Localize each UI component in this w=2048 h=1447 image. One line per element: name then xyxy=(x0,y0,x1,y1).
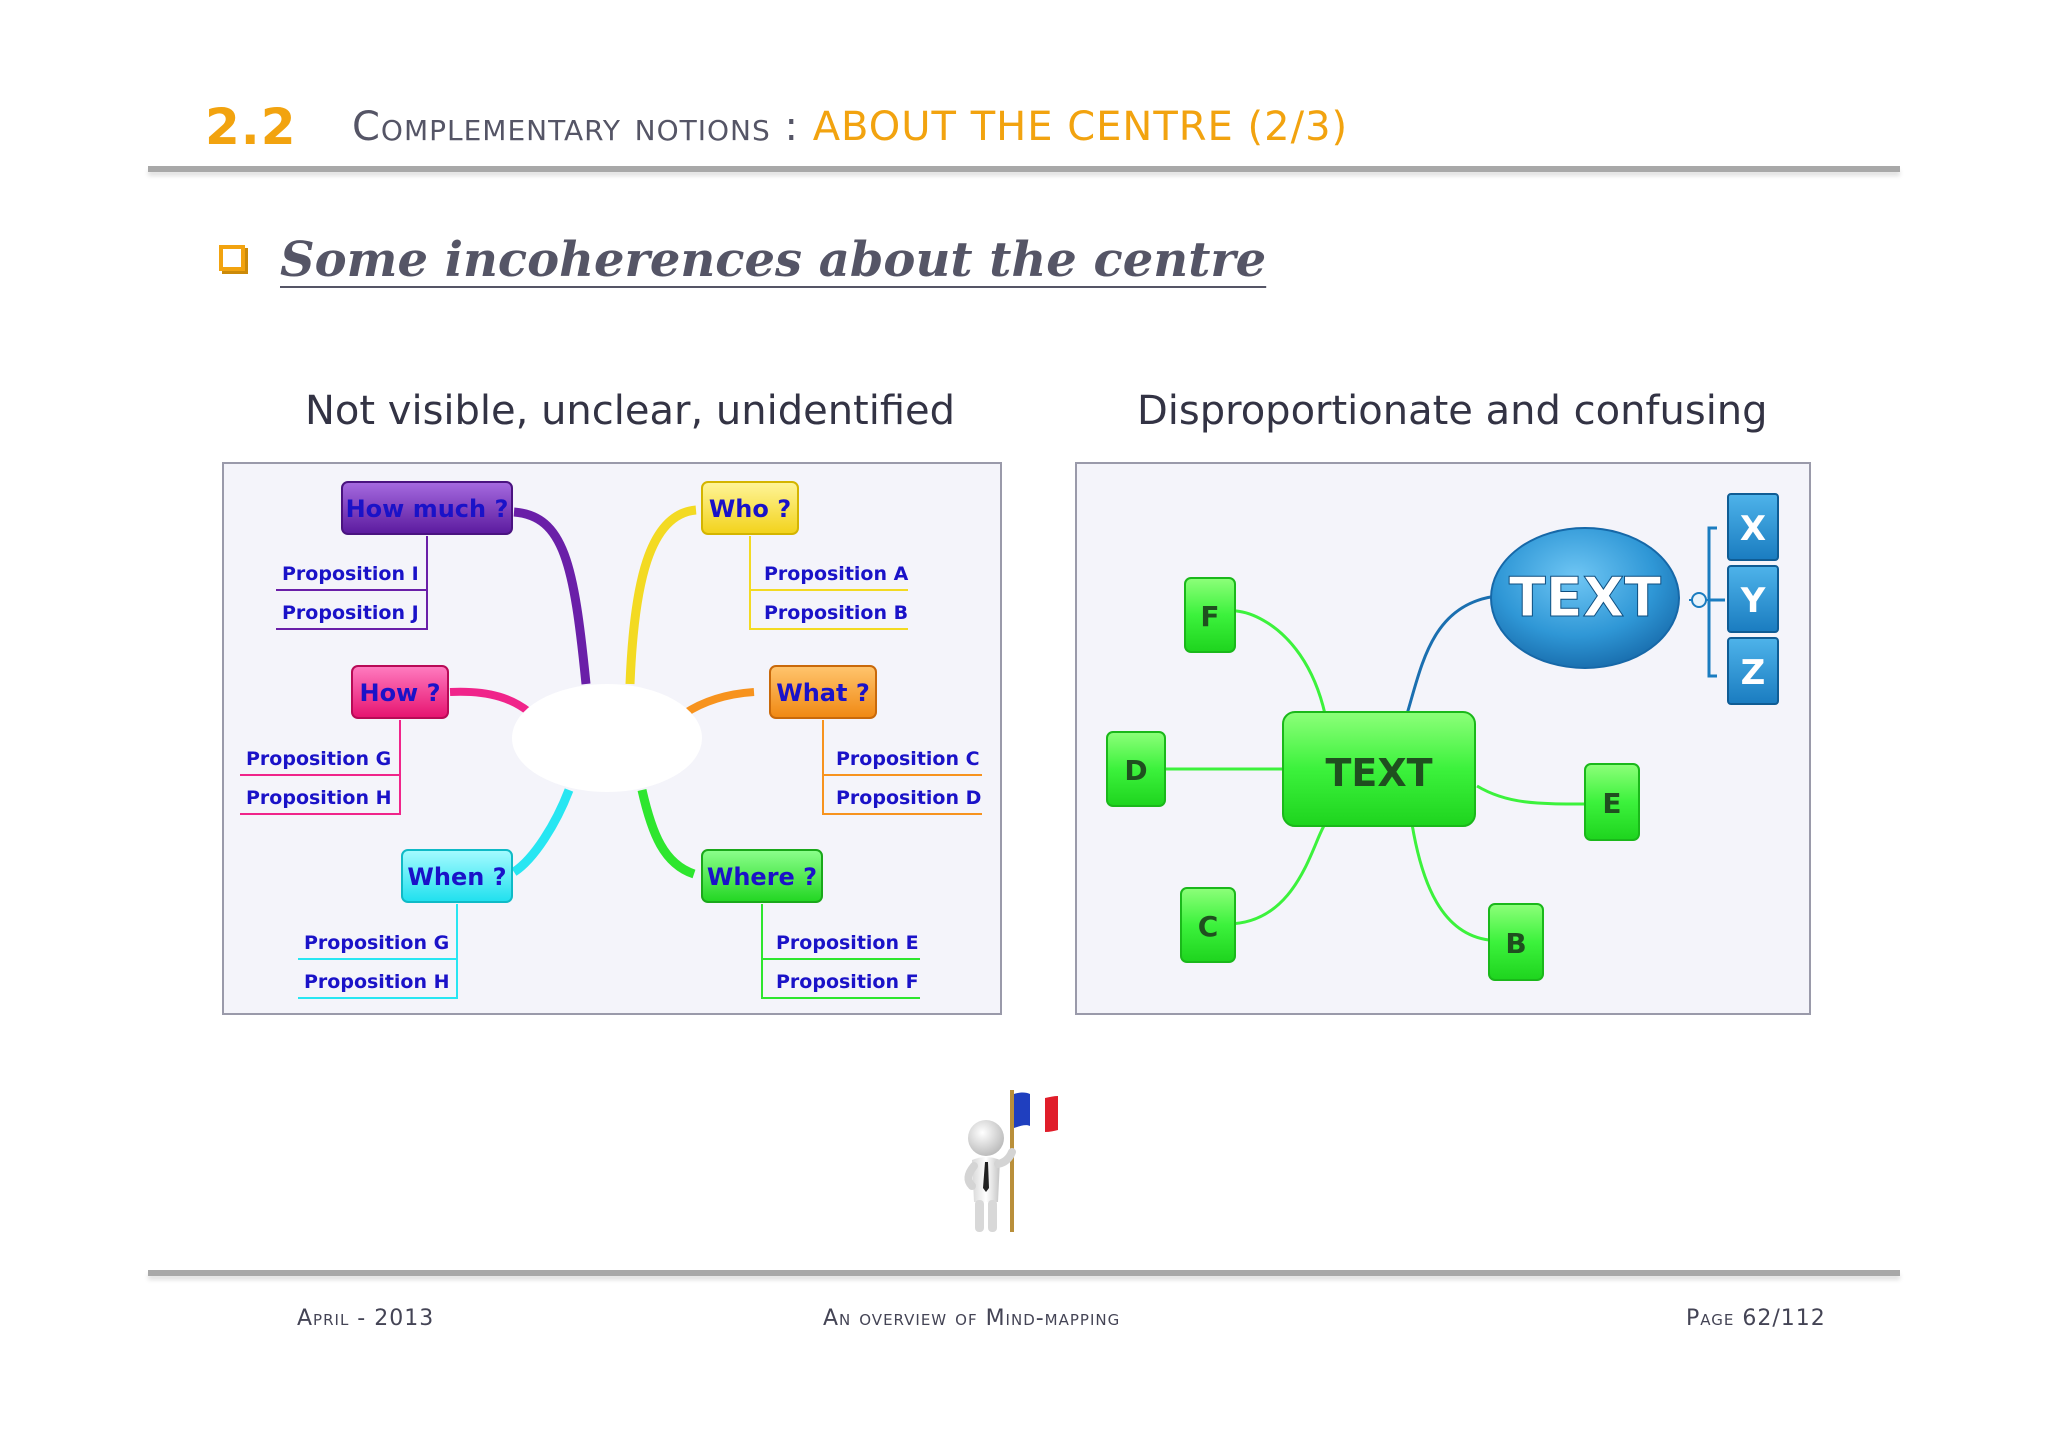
branch-e xyxy=(1476,784,1588,806)
proposition-label: Proposition D xyxy=(836,787,981,809)
node-how xyxy=(351,665,449,719)
leaf-label: D xyxy=(1124,754,1147,787)
leaf-label: F xyxy=(1200,600,1219,633)
what-connector xyxy=(822,720,982,815)
branch-c xyxy=(1226,823,1327,926)
footer-date: April - 2013 xyxy=(297,1306,435,1331)
branch-when xyxy=(511,788,574,876)
right-mindmap-figure: TEXT TEXT X Y Z F D C B E xyxy=(1075,462,1811,1015)
leaf-b xyxy=(1488,903,1544,981)
proposition-label: Proposition I xyxy=(282,563,419,585)
section-title: Complementary notions : ABOUT THE CENTRE… xyxy=(352,104,1348,150)
bubble-child-label: X xyxy=(1740,509,1766,549)
node-when-label: When ? xyxy=(407,863,506,891)
leaf-label: E xyxy=(1602,787,1621,820)
mascot-arm-left xyxy=(964,1162,978,1190)
node-what-label: What ? xyxy=(776,679,870,707)
bubble-child-z xyxy=(1727,637,1779,705)
bubble-bracket xyxy=(1707,526,1725,678)
leaf-f xyxy=(1184,577,1236,653)
who-connector xyxy=(749,536,908,630)
mascot-flag-icon xyxy=(964,1090,1058,1232)
centre-node xyxy=(1282,711,1476,827)
section-title-main: Complementary notions : xyxy=(352,104,813,150)
proposition-label: Proposition H xyxy=(246,787,392,809)
branch-where xyxy=(637,789,696,879)
bubble-node xyxy=(1490,527,1680,669)
branch-who xyxy=(625,505,697,685)
branch-what xyxy=(681,688,755,718)
left-mindmap-svg: How much ? Proposition I Proposition J W… xyxy=(240,481,982,999)
left-figure-caption: Not visible, unclear, unidentified xyxy=(305,388,956,434)
bubble-child-x xyxy=(1727,493,1779,561)
empty-centre xyxy=(512,684,702,792)
node-where xyxy=(701,849,823,903)
right-figure-caption: Disproportionate and confusing xyxy=(1137,388,1768,434)
proposition-label: Proposition A xyxy=(764,563,909,585)
proposition-label: Proposition G xyxy=(246,748,391,770)
right-mindmap-svg: TEXT TEXT X Y Z F D C B E xyxy=(1106,493,1779,981)
footer-title: An overview of Mind-mapping xyxy=(823,1306,1121,1331)
footer-divider xyxy=(148,1270,1900,1276)
proposition-label: Proposition H xyxy=(304,971,450,993)
mascot-tie xyxy=(983,1162,989,1192)
node-when xyxy=(401,849,513,903)
node-how-much xyxy=(341,481,513,535)
proposition-label: Proposition G xyxy=(304,932,449,954)
flag-red xyxy=(1045,1096,1058,1132)
leaf-c xyxy=(1180,887,1236,963)
branch-b xyxy=(1410,823,1490,942)
bubble-child-y xyxy=(1727,565,1779,633)
leaf-e xyxy=(1584,763,1640,841)
node-where-label: Where ? xyxy=(707,863,817,891)
how-much-connector xyxy=(276,536,428,630)
where-connector xyxy=(761,904,920,999)
proposition-label: Proposition E xyxy=(776,932,919,954)
node-how-much-label: How much ? xyxy=(346,495,509,523)
slide-subtitle: Some incoherences about the centre xyxy=(280,232,1267,288)
mascot-arm xyxy=(994,1148,1016,1168)
flag-blue xyxy=(1014,1092,1030,1128)
footer-page-number: Page 62/112 xyxy=(1686,1306,1826,1331)
header-divider xyxy=(148,166,1900,172)
proposition-label: Proposition F xyxy=(776,971,919,993)
branch-how-much xyxy=(513,507,591,685)
branch-bubble xyxy=(1405,594,1498,715)
leaf-label: B xyxy=(1505,927,1526,960)
when-connector xyxy=(298,904,458,999)
mascot-head xyxy=(968,1120,1004,1156)
mascot-leg-right xyxy=(988,1200,997,1232)
bubble-child-label: Y xyxy=(1740,581,1766,621)
node-who xyxy=(701,481,799,535)
node-how-label: How ? xyxy=(359,679,440,707)
leaf-label: C xyxy=(1198,910,1219,943)
proposition-label: Proposition J xyxy=(282,602,419,624)
checkbox-bullet-icon xyxy=(219,245,245,271)
bubble-child-label: Z xyxy=(1741,653,1766,693)
branch-f xyxy=(1225,609,1327,715)
centre-node-label: TEXT xyxy=(1325,751,1432,795)
collapse-toggle-icon xyxy=(1691,592,1707,608)
proposition-label: Proposition C xyxy=(836,748,980,770)
proposition-label: Proposition B xyxy=(764,602,908,624)
node-who-label: Who ? xyxy=(709,495,791,523)
node-what xyxy=(769,665,877,719)
bubble-node-label: TEXT xyxy=(1509,566,1661,629)
section-title-accent: ABOUT THE CENTRE (2/3) xyxy=(812,104,1349,150)
branch-how xyxy=(449,687,532,716)
mascot-leg-left xyxy=(975,1200,984,1232)
section-number: 2.2 xyxy=(205,98,297,156)
leaf-d xyxy=(1106,731,1166,807)
left-mindmap-figure: How much ? Proposition I Proposition J W… xyxy=(222,462,1002,1015)
how-connector xyxy=(240,720,401,815)
